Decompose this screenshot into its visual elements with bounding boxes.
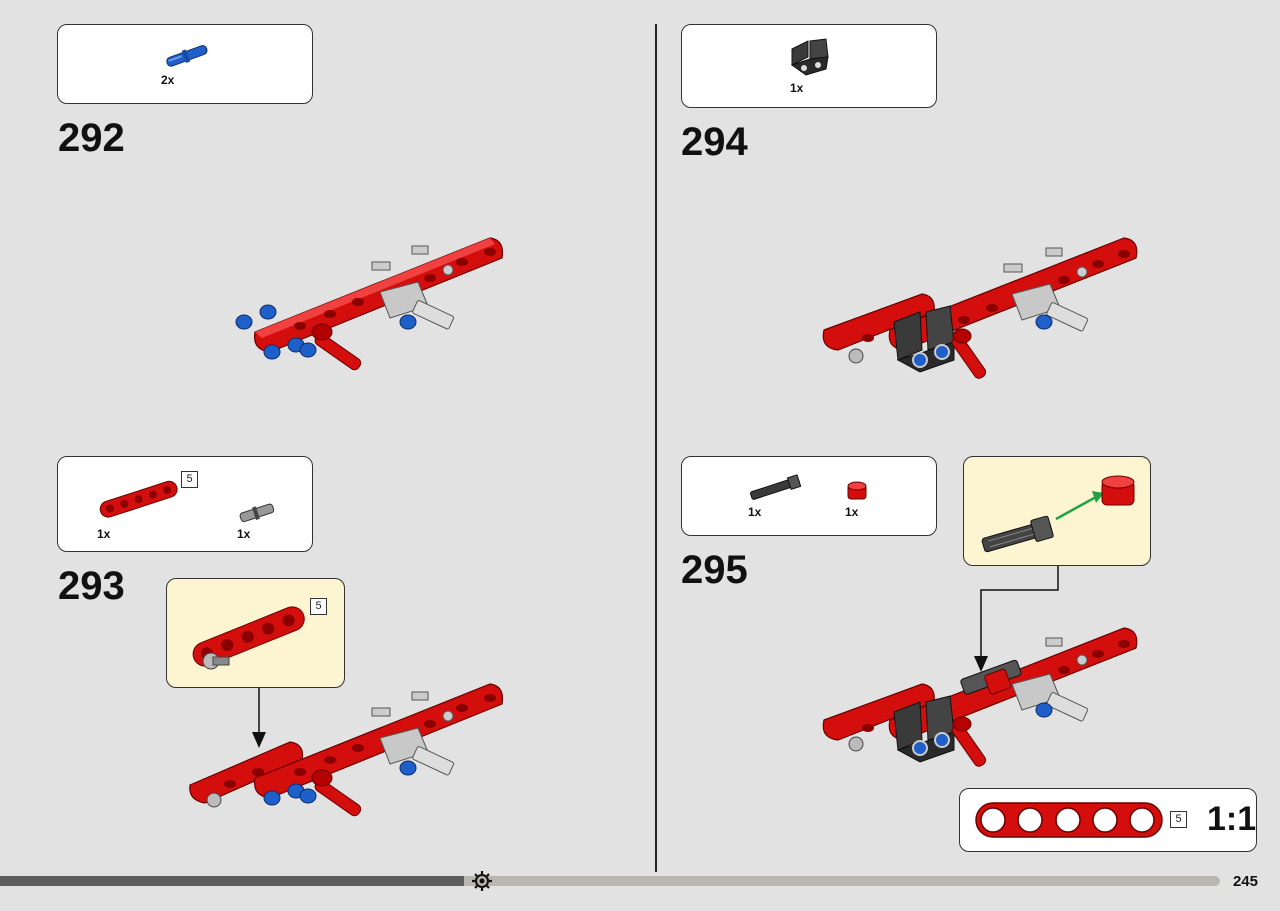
step-number-294: 294 [681,120,748,164]
red-beam-with-pin-icon [192,606,305,670]
black-axle-icon [750,474,802,500]
progress-fill [0,876,464,886]
length-badge: 5 [310,598,327,615]
page-number: 245 [1232,873,1258,890]
step-number-295: 295 [681,548,748,592]
part-qty: 1x [97,527,111,541]
callout-295 [963,456,1151,566]
parts-list-295: 1x 1x [681,456,937,536]
parts-list-293: 5 1x 1x [57,456,313,552]
callout-293: 5 [166,578,345,688]
part-qty: 2x [161,73,175,87]
gear-icon [472,871,492,891]
red-bush-icon [847,481,867,500]
grey-pin-icon [239,503,275,523]
scale-ratio: 1:1 [1207,800,1257,838]
length-badge: 5 [1170,811,1187,828]
black-connector-icon [790,38,829,76]
scale-reference-box: 5 1:1 [959,788,1257,852]
progress-track [0,876,1220,886]
blue-axle-pin-icon [166,45,208,67]
length-badge: 5 [181,471,198,488]
part-qty: 1x [237,527,251,541]
red-beam-5-scale-icon [975,802,1163,838]
step-number-293: 293 [58,564,125,608]
axle-bush-insert-icon [981,475,1135,553]
red-beam-5-icon [99,480,178,518]
part-qty: 1x [845,505,859,519]
step-number-292: 292 [58,116,125,160]
page-divider [655,24,657,872]
parts-list-294: 1x [681,24,937,108]
part-qty: 1x [748,505,762,519]
parts-list-292: 2x [57,24,313,104]
part-qty: 1x [790,81,804,95]
